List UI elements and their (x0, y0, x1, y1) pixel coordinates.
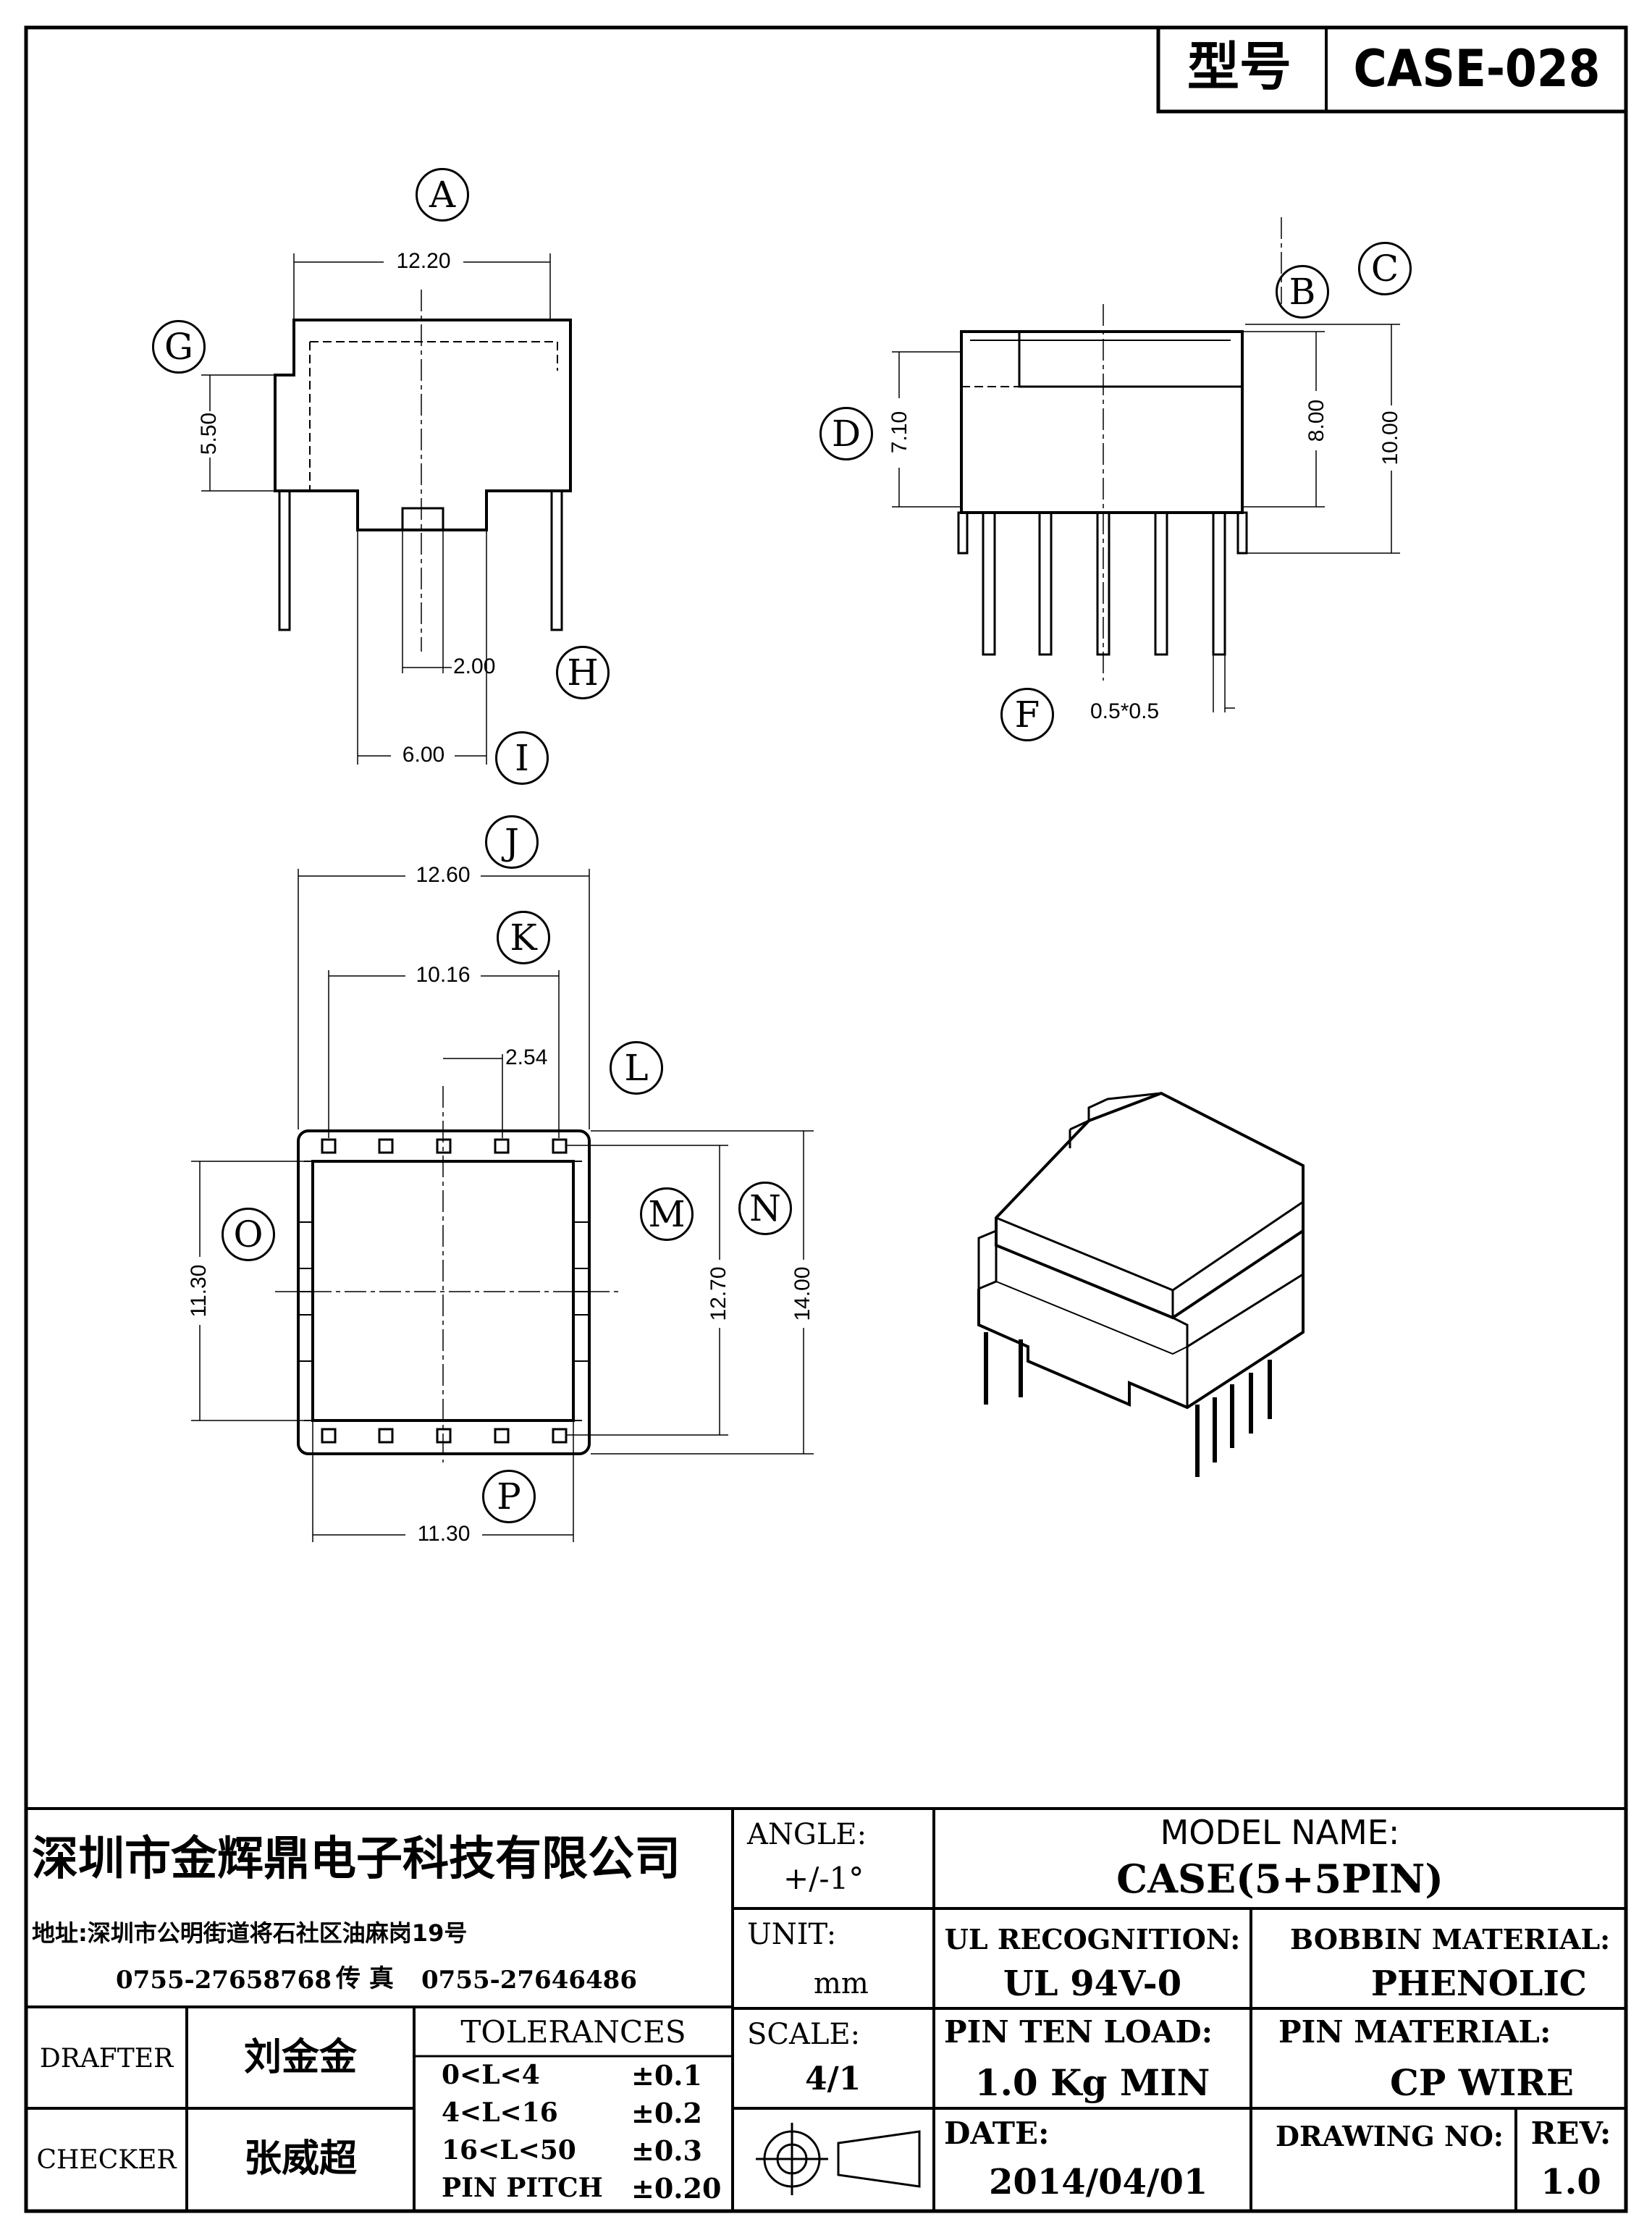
callout-d: D (819, 407, 873, 460)
rev-label: REV: (1530, 2116, 1611, 2151)
checker-name: 张威超 (243, 2137, 357, 2181)
bobbin-label: BOBBIN MATERIAL: (1290, 1923, 1611, 1956)
ul-value: UL 94V-0 (1003, 1963, 1182, 2004)
dim-plan-mid-height: 12.70 (707, 1266, 730, 1321)
model-name-value: CASE(5+5PIN) (1116, 1856, 1444, 1902)
dim-side-left-height: 5.50 (197, 412, 221, 455)
drafter-name: 刘金金 (243, 2036, 357, 2079)
callout-p: P (482, 1470, 536, 1523)
fax-label: 传 真 (336, 1964, 394, 1993)
dim-pin-pitch: 2.54 (505, 1045, 548, 1069)
sheet-border (24, 25, 1628, 2213)
dim-pin-span: 10.16 (416, 963, 471, 987)
callout-f: F (1000, 688, 1054, 741)
tolerance-range: PIN PITCH (442, 2173, 603, 2203)
callout-i: I (495, 731, 549, 785)
callout-l: L (610, 1041, 663, 1095)
tolerance-range: 4<L<16 (442, 2097, 558, 2128)
company-fax: 0755-27646486 (421, 1966, 637, 1995)
drafter-label: DRAFTER (39, 2044, 174, 2074)
checker-label: CHECKER (36, 2145, 177, 2175)
tolerances-label: TOLERANCES (460, 2014, 686, 2050)
scale-value: 4/1 (805, 2061, 861, 2097)
callout-a: A (416, 168, 469, 222)
tolerance-range: 0<L<4 (442, 2060, 540, 2090)
scale-label: SCALE: (747, 2018, 861, 2051)
company-phone: 0755-27658768 (116, 1966, 332, 1995)
title-block-grid (26, 1807, 1626, 2211)
dim-front-height: 7.10 (888, 411, 911, 454)
callout-n: N (738, 1182, 792, 1235)
model-name-label: MODEL NAME: (1160, 1813, 1400, 1852)
dim-front-body-height: 8.00 (1305, 399, 1328, 442)
unit-label: UNIT: (747, 1918, 837, 1951)
pin-load-label: PIN TEN LOAD: (944, 2014, 1213, 2050)
callout-b: B (1276, 265, 1329, 319)
model-code: CASE-028 (1353, 39, 1601, 98)
company-name: 深圳市金辉鼎电子科技有限公司 (32, 1832, 680, 1886)
dim-plan-inner-height: 11.30 (187, 1264, 211, 1318)
dim-top-width: 12.20 (396, 249, 451, 273)
dim-center-gap: 2.00 (453, 654, 496, 678)
plan-view (191, 869, 814, 1542)
front-view (892, 217, 1400, 712)
ul-label: UL RECOGNITION: (944, 1923, 1241, 1956)
callout-k: K (497, 911, 550, 964)
unit-value: mm (814, 1967, 869, 2000)
isometric-view (977, 1091, 1305, 1477)
dim-pin-size: 0.5*0.5 (1090, 699, 1160, 723)
angle-label: ANGLE: (747, 1818, 867, 1851)
callout-c: C (1358, 242, 1412, 295)
projection-symbol-icon (756, 2123, 921, 2195)
drawing-no-label: DRAWING NO: (1276, 2120, 1504, 2152)
callout-j: J (485, 815, 539, 869)
dim-plan-width: 12.60 (416, 863, 471, 887)
angle-value: +/-1° (783, 1861, 864, 1896)
tolerance-value: ±0.3 (631, 2134, 702, 2167)
dim-plan-total-height: 14.00 (791, 1266, 814, 1321)
company-address: 地址:深圳市公明街道将石社区油麻岗19号 (32, 1919, 468, 1947)
pin-load-value: 1.0 Kg MIN (974, 2061, 1210, 2104)
dim-front-total-height: 10.00 (1378, 411, 1402, 466)
tolerance-range: 16<L<50 (442, 2135, 576, 2165)
model-label: 型号 (1187, 36, 1292, 97)
side-view (201, 253, 572, 765)
callout-h: H (556, 646, 610, 699)
tolerance-value: ±0.1 (631, 2059, 702, 2092)
rev-value: 1.0 (1541, 2162, 1601, 2202)
bobbin-value: PHENOLIC (1370, 1963, 1587, 2004)
callout-g: G (152, 320, 206, 374)
pin-material-value: CP WIRE (1390, 2061, 1575, 2104)
dim-plan-inner-width: 11.30 (417, 1522, 471, 1546)
callout-o: O (222, 1208, 275, 1261)
callout-m: M (640, 1187, 694, 1241)
tolerance-value: ±0.2 (631, 2097, 702, 2129)
tolerance-value: ±0.20 (631, 2172, 722, 2205)
date-label: DATE: (944, 2116, 1050, 2151)
dim-bottom-offset: 6.00 (402, 743, 445, 767)
date-value: 2014/04/01 (989, 2162, 1208, 2202)
pin-material-label: PIN MATERIAL: (1278, 2014, 1551, 2050)
